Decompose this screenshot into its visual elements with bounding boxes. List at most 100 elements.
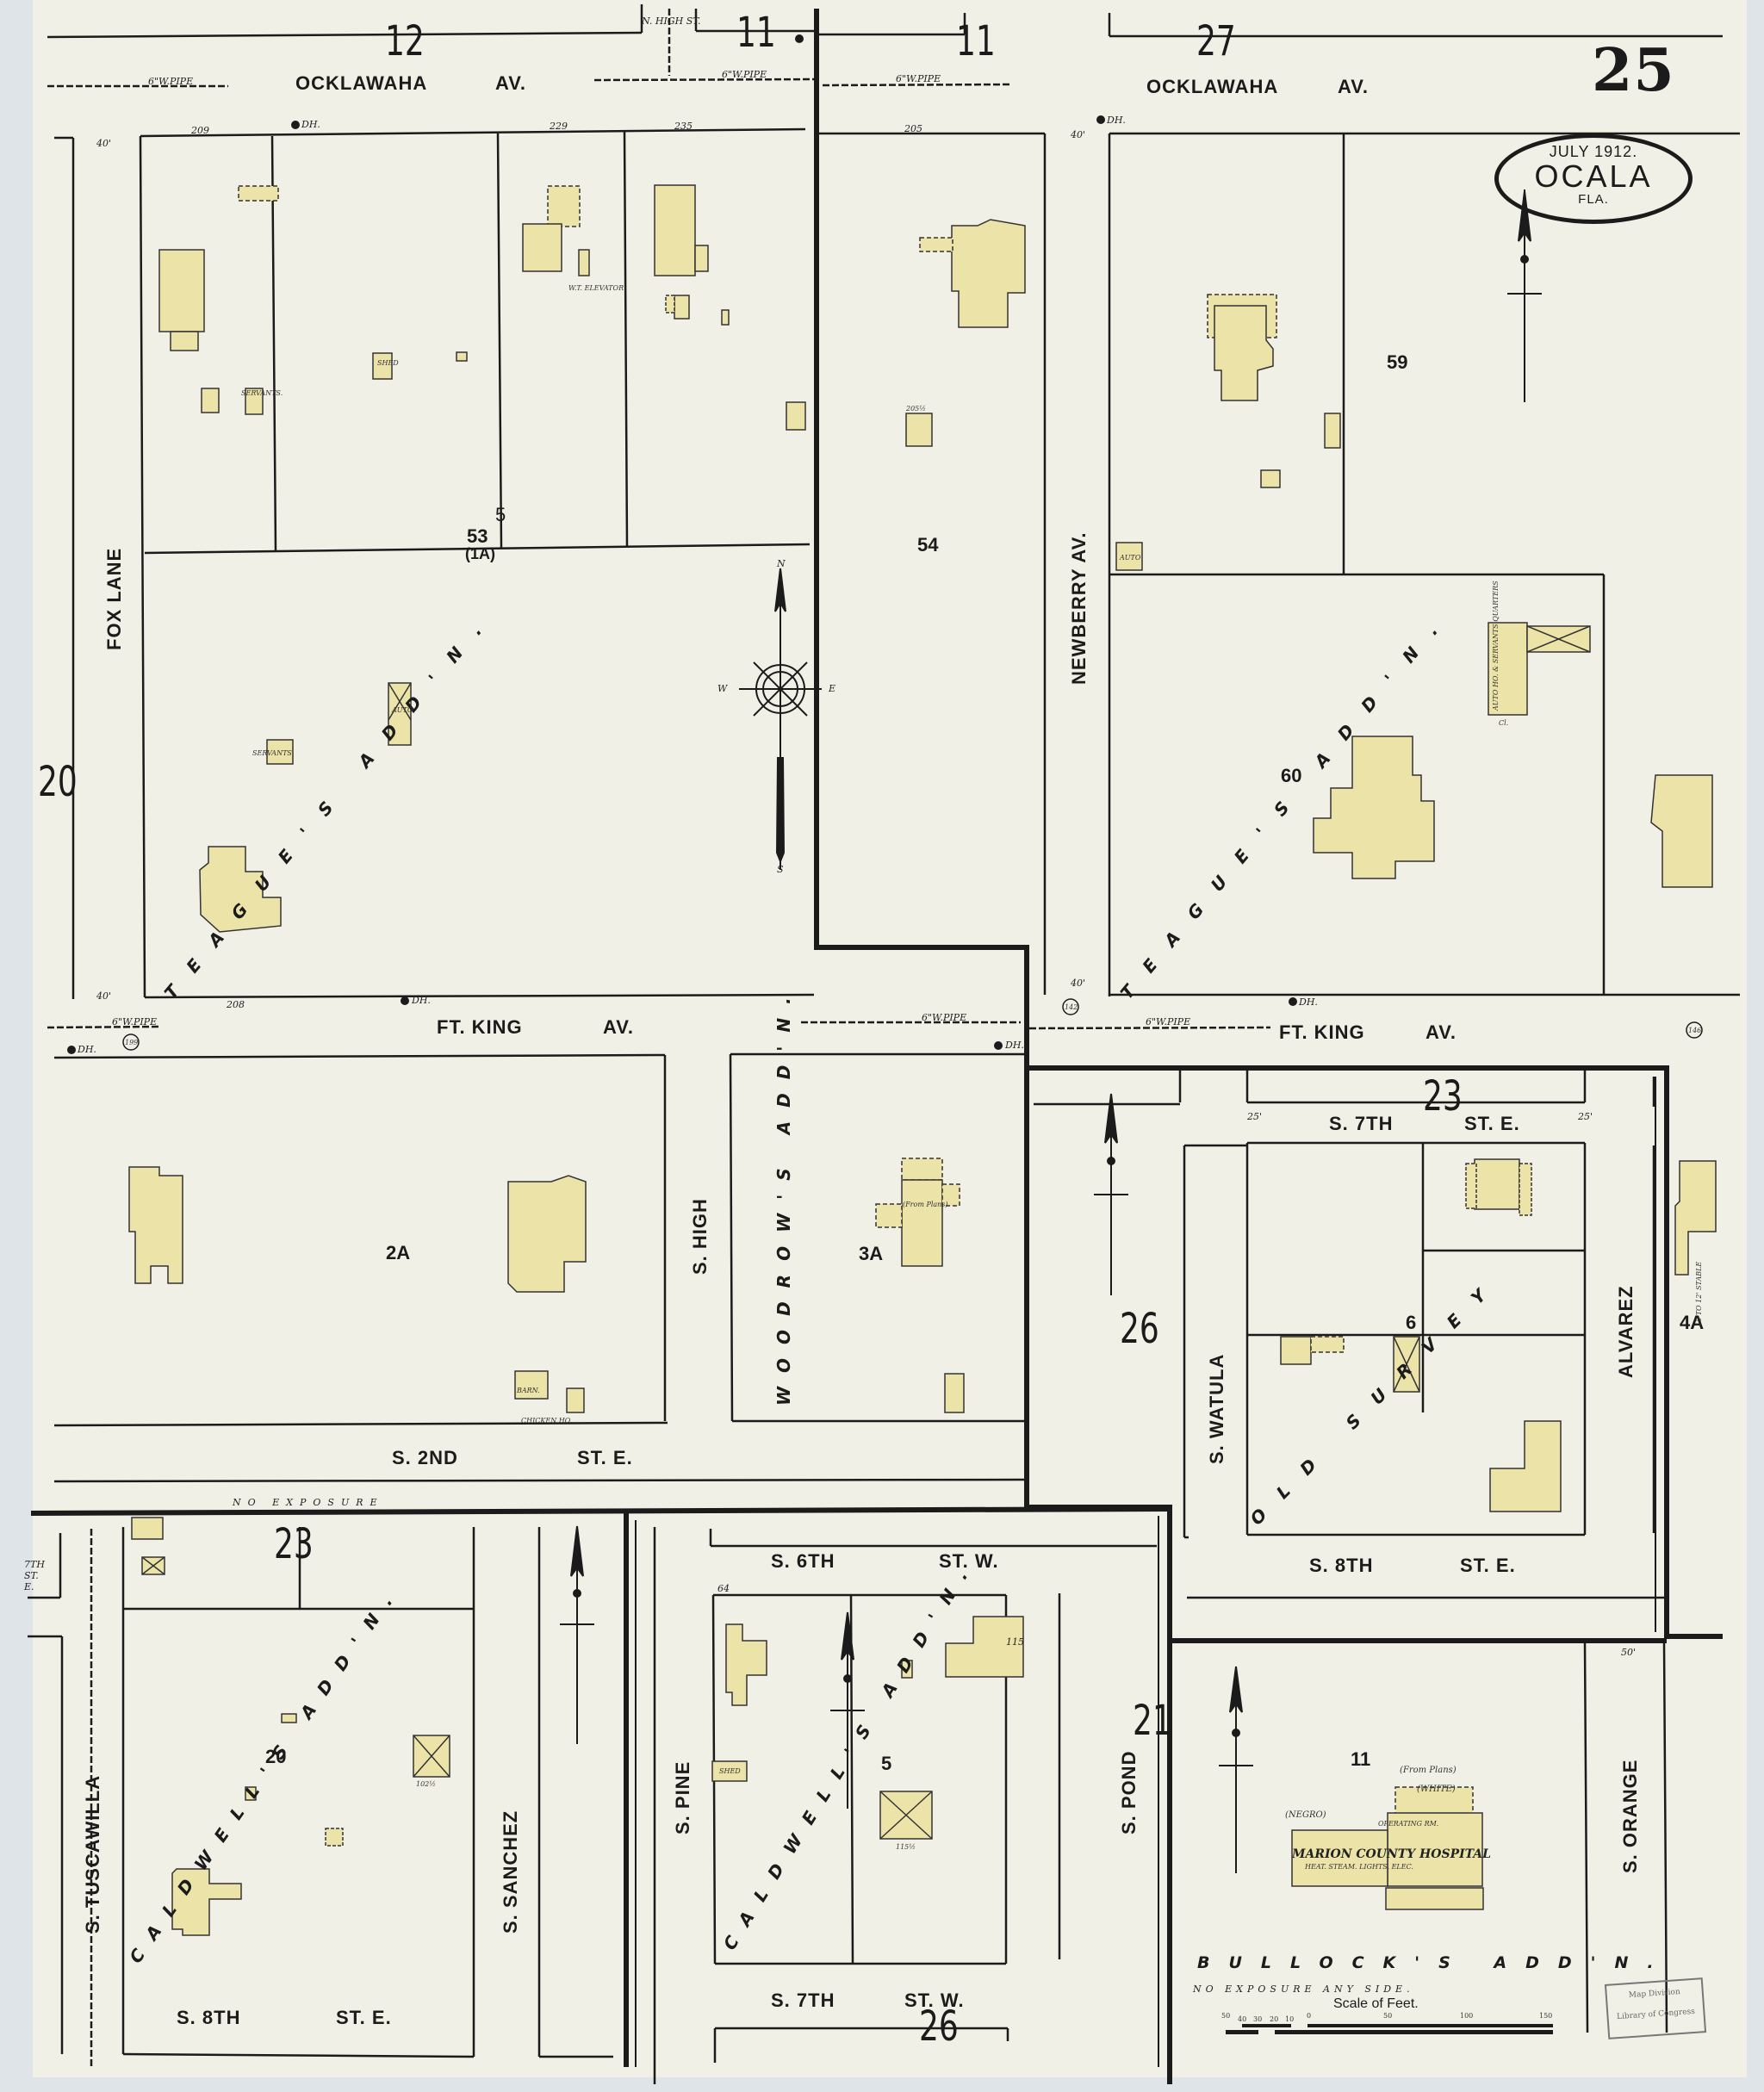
barn-label: BARN.	[517, 1387, 540, 1394]
street-s-7th-w-st: ST. W.	[904, 1990, 965, 2011]
street-s-8th-e-right: S. 8TH	[1309, 1555, 1374, 1576]
auto-servants-label: AUTO HO. & SERVANTS QUARTERS	[1492, 580, 1500, 711]
pipe-label-2: 6"W.PIPE	[722, 69, 767, 80]
addition-bullocks: BULLOCK'S ADD'N.	[1197, 1953, 1673, 1972]
stable-label: 15 TO 12' STABLE	[1695, 1261, 1703, 1326]
compass-e: E	[829, 683, 836, 694]
pipe-label-6: 6"W.PIPE	[1146, 1016, 1191, 1027]
street-ocklawaha-right-av: AV.	[1338, 76, 1370, 97]
block-5-small: 5	[495, 504, 506, 525]
adjoining-sheet-21[interactable]: 21	[1133, 1697, 1172, 1745]
street-ocklawaha-right: OCKLAWAHA	[1146, 76, 1279, 97]
page-number: 25	[1592, 36, 1675, 105]
compass-s: S	[777, 864, 784, 875]
circle-146: 146	[1688, 1027, 1702, 1034]
adjoining-sheet-23-right[interactable]: 23	[1423, 1072, 1463, 1120]
chicken-house-label: CHICKEN HO.	[521, 1417, 573, 1425]
stamp-line-1: Map Division	[1628, 1987, 1681, 2001]
hydrant-label-5: DH.	[1005, 1040, 1024, 1051]
street-s-pine: S. PINE	[672, 1760, 693, 1834]
street-s-7th-e: S. 7TH	[1329, 1113, 1394, 1134]
scale-tick: 0	[1307, 2012, 1312, 2020]
street-s-6th-w-st: ST. W.	[939, 1550, 999, 1572]
width-label: 40'	[1071, 978, 1086, 989]
auto-label: AUTO	[392, 706, 413, 714]
street-fox-lane: FOX LANE	[103, 547, 125, 650]
servants-label: SERVANTS.	[252, 749, 295, 757]
library-stamp: Map Division Library of Congress	[1604, 1977, 1707, 2039]
width-label: 25'	[1578, 1111, 1593, 1122]
shed-label: SHED	[377, 359, 399, 367]
hospital-white-ward: (WHITE)	[1417, 1785, 1456, 1794]
block-54[interactable]: 54	[917, 534, 939, 556]
street-s-watula: S. WATULA	[1206, 1353, 1227, 1464]
block-4a[interactable]: 4A	[1680, 1312, 1705, 1333]
no-exposure-any-side-label: NO EXPOSURE ANY SIDE.	[1193, 1983, 1414, 1995]
block-53-sub: (1A)	[465, 545, 495, 562]
street-ocklawaha-left-av: AV.	[495, 72, 527, 94]
circle-199: 199	[125, 1039, 139, 1046]
adjoining-sheet-26-bottom[interactable]: 26	[919, 2002, 959, 2051]
block-6[interactable]: 6	[1406, 1312, 1417, 1333]
street-s-pond: S. POND	[1118, 1750, 1140, 1834]
street-s-orange: S. ORANGE	[1619, 1759, 1641, 1873]
pipe-label-4: 6"W.PIPE	[112, 1016, 158, 1027]
width-label: 40'	[1071, 129, 1086, 140]
adjoining-sheet-11-left[interactable]: 11	[736, 9, 776, 57]
hydrant-label-1: DH.	[301, 119, 320, 130]
shed-label: SHED	[719, 1767, 741, 1775]
title-state: FLA.	[1578, 192, 1609, 207]
house-number: 209	[191, 125, 209, 136]
street-ft-king-left: FT. KING	[437, 1016, 523, 1038]
adjoining-sheet-12[interactable]: 12	[385, 17, 425, 65]
scale-title: Scale of Feet.	[1333, 1996, 1419, 2011]
block-59[interactable]: 59	[1387, 351, 1408, 373]
title-cartouche: JULY 1912. OCALA FLA.	[1494, 133, 1693, 224]
block-20[interactable]: 20	[265, 1746, 287, 1767]
block-2a[interactable]: 2A	[386, 1242, 411, 1263]
street-s-high: S. HIGH	[689, 1198, 711, 1275]
scale-tick: 150	[1539, 2012, 1553, 2020]
pipe-label-3: 6"W.PIPE	[896, 73, 941, 84]
street-s-7th-e-st: ST. E.	[1464, 1113, 1520, 1134]
no-exposure-label: NO EXPOSURE	[233, 1497, 384, 1508]
street-s-tuscawilla: S. TUSCAWILLA	[82, 1774, 103, 1934]
street-s-8th-e-left: S. 8TH	[177, 2007, 241, 2028]
block-5[interactable]: 5	[881, 1753, 892, 1774]
width-label: 25'	[1247, 1111, 1263, 1122]
adjoining-sheet-27[interactable]: 27	[1196, 17, 1236, 65]
street-newberry: NEWBERRY AV.	[1068, 531, 1090, 685]
house-number: 115½	[896, 1843, 916, 1851]
house-number: 235	[674, 121, 693, 132]
scale-bar	[1226, 2024, 1553, 2034]
street-s-8th-e-left-st: ST. E.	[336, 2007, 392, 2028]
block-53[interactable]: 53	[467, 525, 488, 547]
scale-tick: 10	[1285, 2015, 1295, 2023]
hydrant-label-6: DH.	[1299, 996, 1318, 1008]
from-plans-label: (From Plans)	[903, 1201, 948, 1208]
block-3a[interactable]: 3A	[859, 1243, 884, 1264]
scale-tick: 20	[1270, 2015, 1279, 2023]
scale-tick: 50	[1383, 2012, 1393, 2020]
scale-tick: 40	[1238, 2015, 1247, 2023]
block-60[interactable]: 60	[1281, 765, 1302, 786]
hydrant-label-4: DH.	[78, 1044, 96, 1055]
scale-tick: 30	[1253, 2015, 1263, 2023]
adjoining-sheet-23-left[interactable]: 23	[274, 1520, 314, 1568]
wt-elevator-label: W.T. ELEVATOR	[568, 284, 624, 292]
width-label: 50'	[1621, 1647, 1637, 1658]
street-ft-king-right-av: AV.	[1425, 1021, 1457, 1043]
adjoining-sheet-26-mid[interactable]: 26	[1120, 1305, 1159, 1353]
hospital-operating-room: OPERATING RM.	[1378, 1820, 1439, 1828]
title-city: OCALA	[1534, 158, 1653, 194]
adjoining-sheet-20[interactable]: 20	[38, 758, 78, 806]
hydrant-label-2: DH.	[1107, 115, 1126, 126]
pipe-label-5: 6"W.PIPE	[922, 1012, 967, 1023]
hospital-name[interactable]: MARION COUNTY HOSPITAL	[1292, 1847, 1492, 1861]
compass-w: W	[717, 683, 728, 694]
block-11[interactable]: 11	[1351, 1748, 1371, 1770]
street-n-high: N. HIGH ST.	[642, 16, 701, 27]
adjoining-sheet-11-right[interactable]: 11	[956, 17, 996, 65]
house-number: 205½	[906, 405, 927, 413]
pipe-label-1: 6"W.PIPE	[148, 76, 194, 87]
